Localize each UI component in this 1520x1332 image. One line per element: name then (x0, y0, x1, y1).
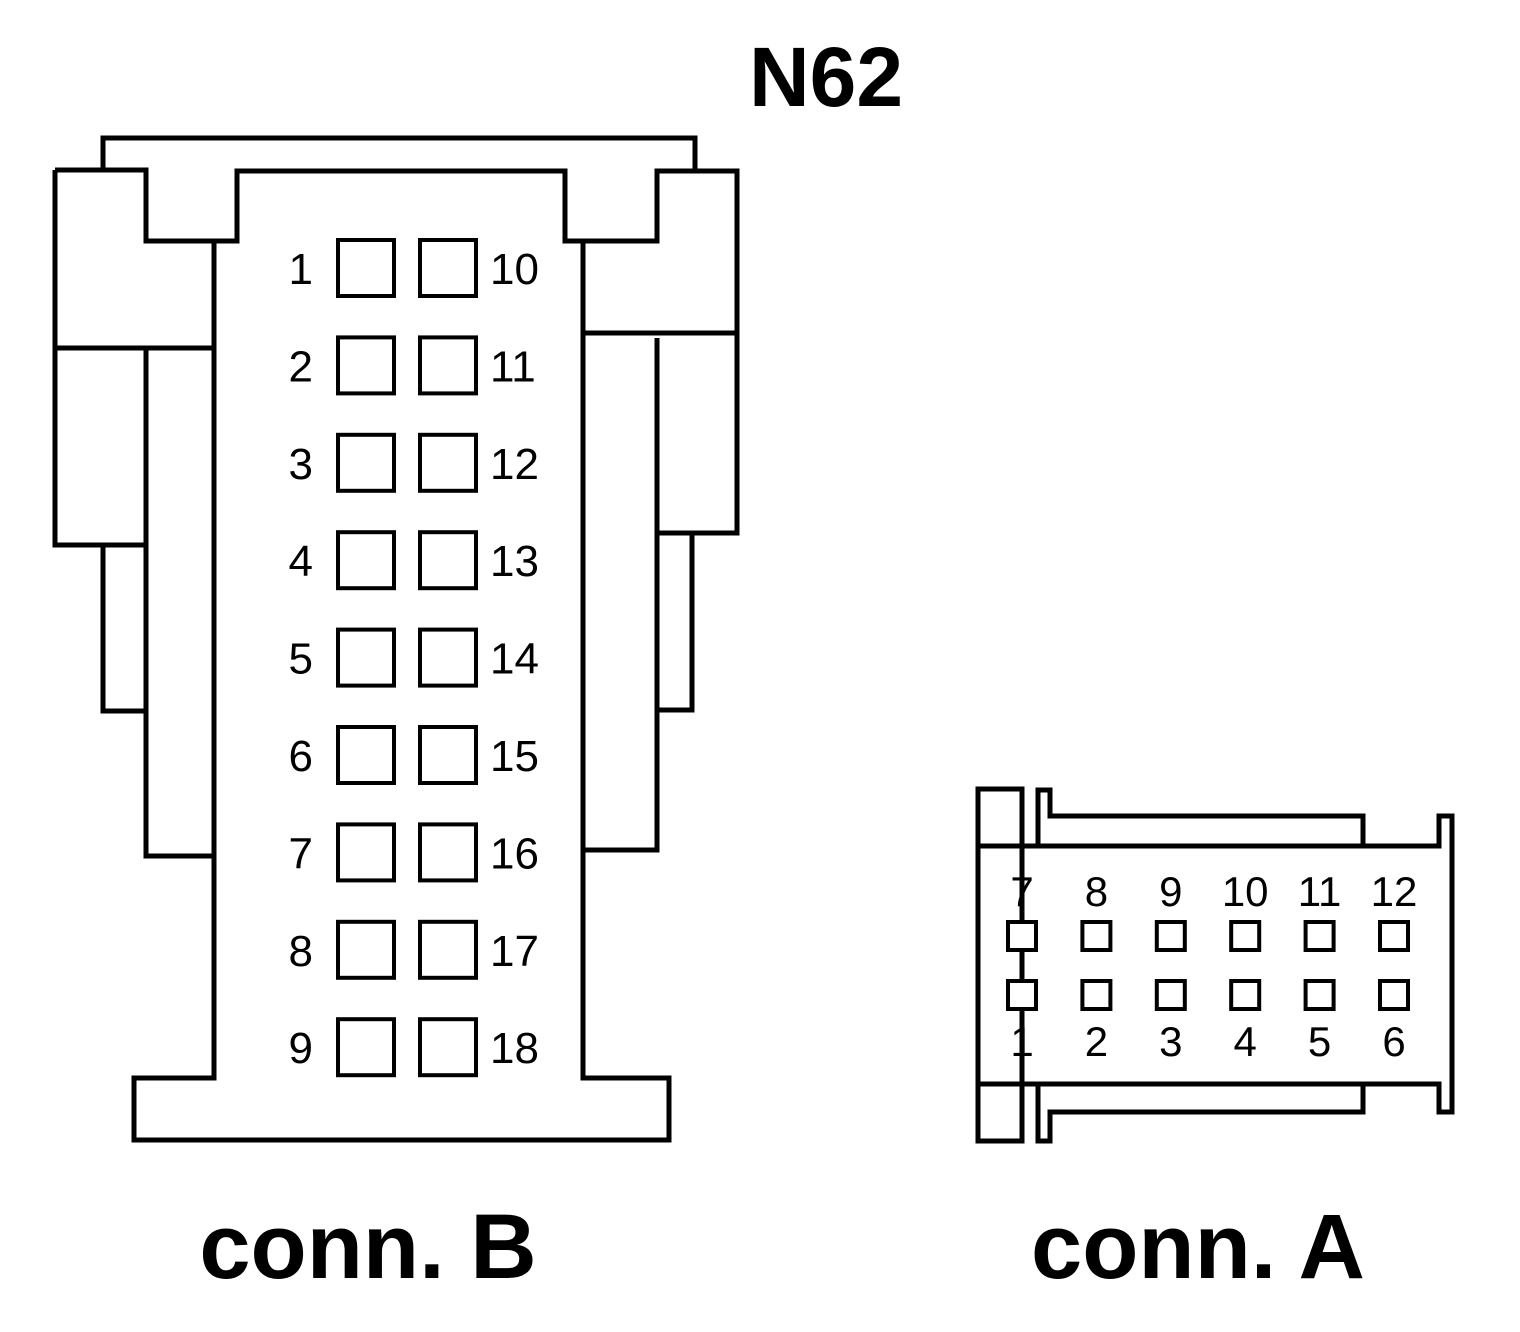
connector-a-pin-label: 7 (1010, 868, 1033, 915)
connector-b-cavity (336, 335, 396, 396)
connector-b-cavity (336, 822, 396, 883)
connector-b-pin-label: 1 (289, 245, 313, 294)
diagram-title: N62 (749, 30, 903, 124)
connector-b-cavity (418, 238, 478, 298)
connector-b-pin-label: 13 (490, 537, 539, 586)
connector-a-pin-label: 2 (1085, 1018, 1108, 1065)
connector-b-pin-label: 3 (289, 440, 313, 489)
connector-a-cavity (1006, 979, 1038, 1011)
connector-a-cavity (1378, 920, 1410, 952)
connector-b-pin-label: 14 (490, 635, 539, 684)
connector-b-pin-label: 18 (490, 1024, 539, 1073)
connector-b-pin-label: 15 (490, 732, 539, 781)
connector-b-pin-label: 10 (490, 245, 539, 294)
connector-b-cavity (418, 530, 478, 591)
connector-a-cavity (1229, 920, 1262, 952)
connector-b-cavity (418, 725, 478, 785)
connector-a-pin-label: 6 (1382, 1018, 1405, 1065)
connector-b-cavity (418, 1017, 478, 1078)
connector-a-cavity (1154, 920, 1187, 952)
connector-b-cavity (336, 238, 396, 298)
connector-a-cavity (1080, 920, 1113, 952)
connector-a-caption: conn. A (1031, 1196, 1365, 1298)
connector-a-pin-label: 8 (1085, 868, 1108, 915)
connector-b-cavity (336, 1017, 396, 1078)
connector-b-pin-label: 7 (289, 829, 313, 878)
connector-b-pin-label: 8 (289, 927, 313, 976)
connector-a-cavity (1080, 979, 1113, 1011)
connector-b-pin-label: 11 (490, 342, 536, 391)
connector-b-cavity (418, 432, 478, 493)
connector-a-cavity (1303, 920, 1336, 952)
connector-a-pin-label: 11 (1298, 868, 1342, 915)
connector-a-pin-label: 4 (1234, 1018, 1257, 1065)
connector-b-cavity (418, 919, 478, 980)
connector-b-cavity (418, 822, 478, 883)
connector-b-housing (52, 135, 740, 1143)
connector-b-pin-label: 5 (289, 635, 313, 684)
connector-a-cavity (1229, 979, 1262, 1011)
connector-a-pin-label: 10 (1222, 868, 1269, 915)
connector-a-housing (975, 786, 1455, 1144)
connector-b-cavity (336, 530, 396, 591)
connector-b-cavity (418, 335, 478, 396)
connector-a-pin-label: 3 (1159, 1018, 1182, 1065)
connector-b-cavity (336, 432, 396, 493)
connector-a-cavity (1006, 920, 1038, 952)
connector-a-pin-label: 9 (1159, 868, 1182, 915)
connector-a-pin-label: 12 (1371, 868, 1418, 915)
connector-b-cavity (336, 725, 396, 785)
connector-b-cavity (336, 919, 396, 980)
connector-b-pin-label: 2 (289, 342, 313, 391)
connector-b-pin-label: 16 (490, 829, 539, 878)
connector-b-pin-label: 9 (289, 1024, 313, 1073)
connector-a-cavity (1378, 979, 1410, 1011)
connector-a-pin-label: 1 (1010, 1018, 1033, 1065)
connector-b-caption: conn. B (199, 1196, 536, 1298)
connector-a-cavity (1154, 979, 1187, 1011)
connector-b-pin-label: 6 (289, 732, 313, 781)
connector-b-pin-label: 4 (289, 537, 313, 586)
connector-a-pin-label: 5 (1308, 1018, 1331, 1065)
connector-b-cavity (418, 627, 478, 688)
connector-b-cavity (336, 627, 396, 688)
connector-b-pin-label: 17 (490, 927, 539, 976)
connector-b-pin-label: 12 (490, 440, 539, 489)
connector-a-cavity (1303, 979, 1336, 1011)
